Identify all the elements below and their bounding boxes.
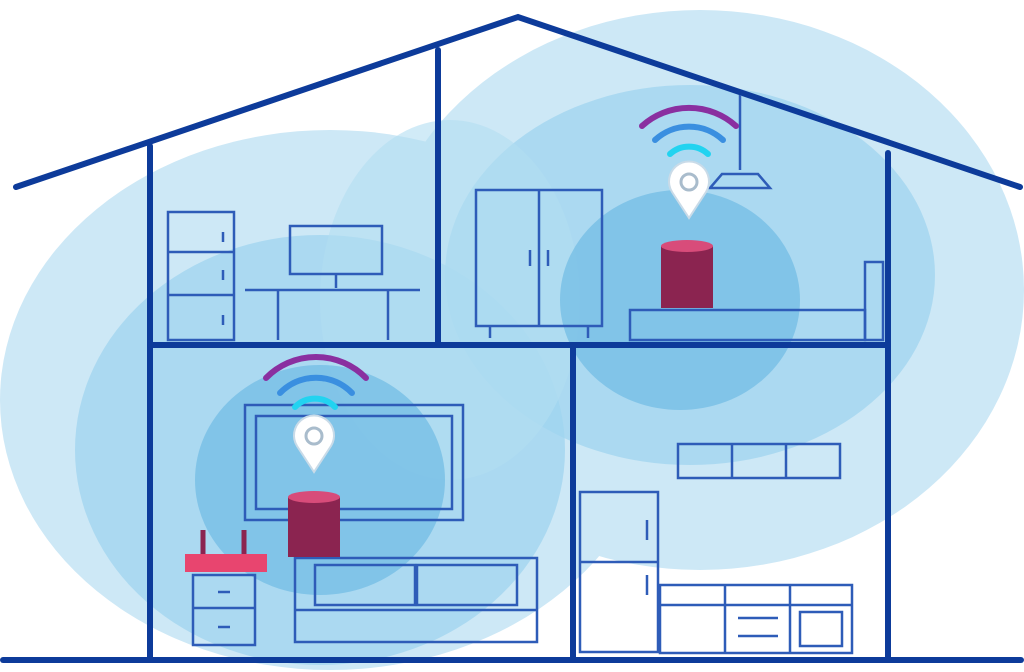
location-pin-icon [668, 160, 710, 220]
kitchen-counter [658, 583, 854, 655]
desk-with-monitor [245, 224, 420, 340]
house-structure [0, 13, 1024, 663]
nightstand [191, 573, 257, 647]
mesh-node-upper [639, 104, 739, 308]
wifi-signal-icon [263, 353, 369, 410]
ceiling-lamp [707, 95, 773, 190]
mesh-node [661, 240, 713, 308]
tv-frame [243, 403, 465, 522]
location-pin-icon [293, 414, 335, 474]
mesh-node [288, 491, 340, 557]
fridge [578, 490, 660, 654]
router [185, 530, 267, 572]
wall-cabinets [676, 442, 842, 480]
wardrobe [474, 188, 604, 338]
wifi-signal-icon [639, 104, 739, 157]
shelf-unit [166, 210, 236, 342]
sofa [293, 556, 539, 644]
furniture [166, 95, 885, 655]
coverage-inner-left [195, 365, 445, 595]
mesh-node-lower [263, 353, 369, 557]
roof [13, 13, 1023, 190]
bed [628, 260, 885, 342]
